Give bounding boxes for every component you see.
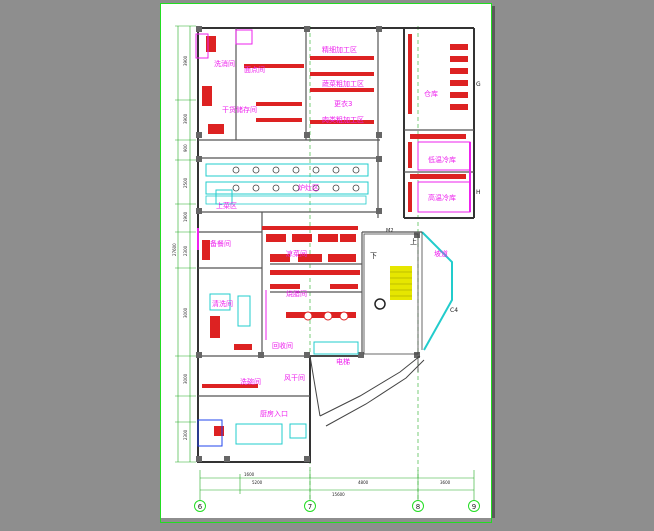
- dim-bottom-total: 15600: [332, 492, 345, 497]
- dim-left-3: 2500: [183, 177, 188, 188]
- room-label-dishwash: 洗碗间: [240, 377, 261, 386]
- dim-bottom-3: 3600: [440, 480, 451, 485]
- room-label-bbq: 烧腊间: [286, 289, 307, 298]
- stove-line: [205, 163, 369, 205]
- bottom-dimension-texts: 1600 5200 4800 3600 15600: [244, 472, 451, 497]
- axis-bubble-7: 7: [308, 503, 312, 511]
- dim-left-7: 3000: [183, 373, 188, 384]
- room-label-stove: 炉灶区: [298, 183, 319, 192]
- left-dimension-lines: [175, 25, 196, 463]
- partitions: [195, 29, 267, 340]
- washing-fixtures: [197, 189, 359, 447]
- axis-bubble-9: 9: [472, 503, 476, 511]
- cold-storage-frames: [417, 141, 471, 213]
- room-label-dry-goods: 干货储存间: [222, 105, 257, 114]
- dim-left-2: 900: [183, 144, 188, 152]
- room-label-wash-room: 清洗间: [212, 299, 233, 308]
- room-labels: 精细加工区 蔬菜粗加工区 肉类粗加工区 更衣3 仓库 低温冷库 高温冷库 干货储…: [210, 45, 456, 418]
- stair-up-label: 上: [410, 237, 417, 246]
- axis-bubbles: 6 7 8 9: [194, 500, 480, 512]
- stair-down-label: 下: [370, 252, 377, 260]
- axis-bubble-8: 8: [416, 503, 420, 511]
- room-label-cleaning: 洗消间: [214, 59, 235, 68]
- ramp-outline: [309, 231, 453, 427]
- serving-benches: [202, 226, 360, 436]
- dim-left-4: 1900: [183, 211, 188, 222]
- interior-walls: [198, 28, 474, 397]
- warehouse-shelves: [408, 34, 468, 212]
- grid-letter-h: H: [476, 189, 481, 196]
- side-label: C4: [450, 307, 458, 314]
- room-label-changing: 更衣3: [334, 99, 352, 108]
- grid-letter-g: G: [476, 81, 481, 88]
- room-label-veg-rough: 蔬菜粗加工区: [322, 79, 364, 88]
- room-label-elevator: 电梯: [336, 357, 350, 366]
- dim-left-0: 3900: [183, 55, 188, 66]
- processing-benches: [202, 36, 374, 134]
- room-label-serving: 上菜区: [216, 201, 237, 210]
- room-label-cold-dish: 凉菜间: [286, 249, 307, 258]
- stair-core: [363, 233, 419, 355]
- viewer-bottom-bar: [0, 518, 654, 531]
- sheet-frame: [160, 3, 492, 523]
- door-tag-1: M2: [386, 228, 394, 234]
- room-label-cold-storage-high: 高温冷库: [428, 193, 456, 202]
- dim-bottom-1: 5200: [252, 480, 263, 485]
- dim-left-5: 2300: [183, 245, 188, 256]
- room-label-warehouse: 仓库: [424, 89, 438, 98]
- dim-bottom-2: 4800: [358, 480, 369, 485]
- left-dimension-texts: 3900 3900 900 2500 1900 2300 3000 3000 2…: [172, 55, 188, 440]
- room-label-prep: 备餐间: [210, 239, 231, 248]
- room-label-meat-rough: 肉类粗加工区: [322, 115, 364, 124]
- room-label-ramp: 坡道: [434, 249, 448, 258]
- dim-left-1: 3900: [183, 113, 188, 124]
- room-label-laundry: 风干间: [284, 374, 305, 382]
- room-label-pastry: 面点间: [244, 66, 265, 74]
- dim-bottom-0: 1600: [244, 472, 255, 477]
- dim-left-8: 2300: [183, 429, 188, 440]
- room-label-cold-storage-low: 低温冷库: [428, 155, 456, 164]
- dim-left-total: 27600: [172, 243, 177, 256]
- room-label-fine-veg: 精细加工区: [322, 45, 357, 54]
- dim-left-6: 3000: [183, 307, 188, 318]
- room-label-kitchen-entry: 厨房入口: [260, 409, 288, 418]
- round-fixtures: [303, 311, 349, 321]
- room-label-dish-return: 回收间: [272, 341, 293, 350]
- axis-bubble-6: 6: [198, 503, 203, 511]
- structural-columns: [196, 26, 420, 462]
